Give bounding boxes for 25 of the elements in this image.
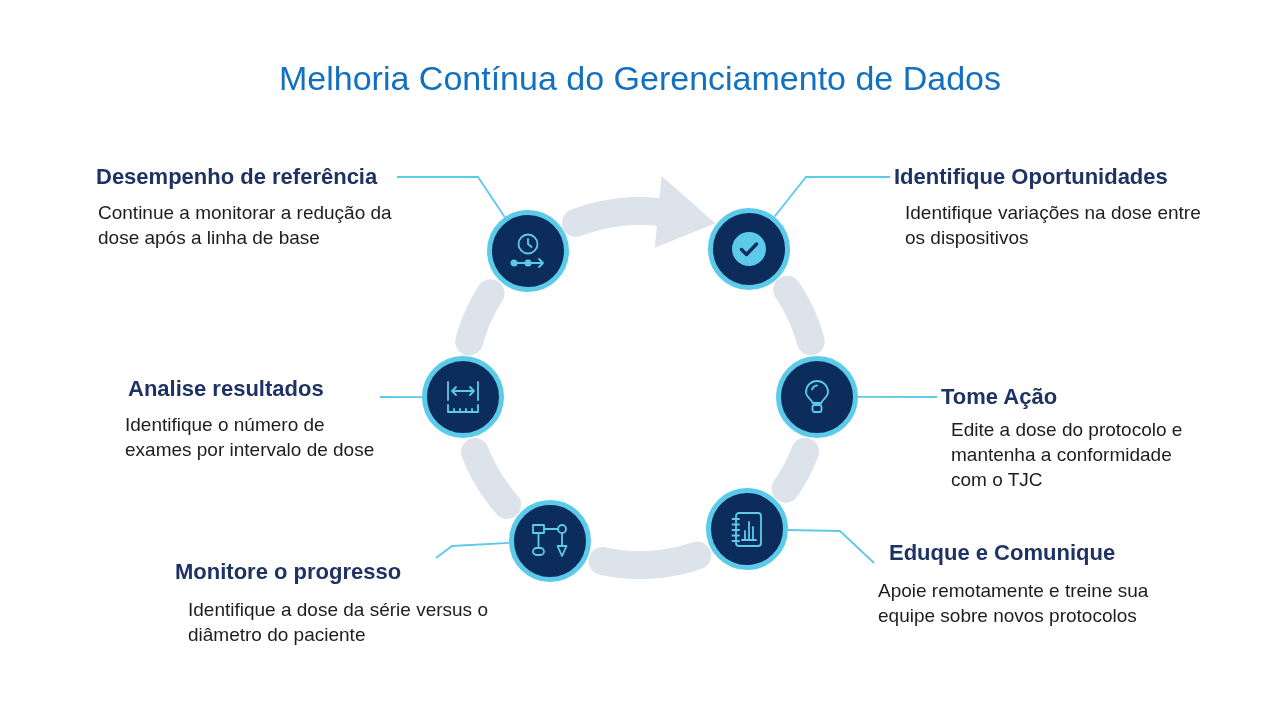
cycle-arrow bbox=[562, 176, 716, 248]
step-heading: Monitore o progresso bbox=[175, 558, 402, 586]
leader-line bbox=[773, 176, 891, 218]
cycle-arc bbox=[461, 438, 522, 519]
leader-line bbox=[379, 396, 424, 399]
step-description: Identifique variações na dose entre os dispositivos bbox=[905, 201, 1202, 250]
cycle-arc bbox=[771, 437, 820, 503]
step-heading: Analise resultados bbox=[128, 375, 324, 403]
step-heading: Tome Ação bbox=[941, 383, 1058, 411]
step-description: Identifique a dose da série versus o diâmetro do paciente bbox=[188, 598, 489, 647]
cycle-arc bbox=[773, 275, 825, 356]
step-description: Continue a monitorar a redução da dose após a linha de base bbox=[98, 201, 393, 250]
step-description: Identifique o número de exames por intervalo de dose bbox=[125, 413, 376, 462]
cycle-arc bbox=[455, 279, 505, 356]
leader-line bbox=[435, 542, 511, 559]
step-description: Edite a dose do protocolo e mantenha a conformidade com o TJC bbox=[951, 418, 1184, 492]
leader-line bbox=[856, 396, 938, 398]
step-heading: Identifique Oportunidades bbox=[894, 163, 1168, 191]
step-heading: Eduque e Comunique bbox=[889, 539, 1116, 567]
step-description: Apoie remotamente e treine sua equipe sobre novos protocolos bbox=[878, 579, 1150, 628]
leader-line bbox=[396, 176, 506, 219]
diagram-title: Melhoria Contínua do Gerenciamento de Dados bbox=[279, 58, 1001, 99]
cycle-arc bbox=[588, 541, 712, 579]
leader-line bbox=[786, 529, 875, 564]
step-heading: Desempenho de referência bbox=[96, 163, 378, 191]
